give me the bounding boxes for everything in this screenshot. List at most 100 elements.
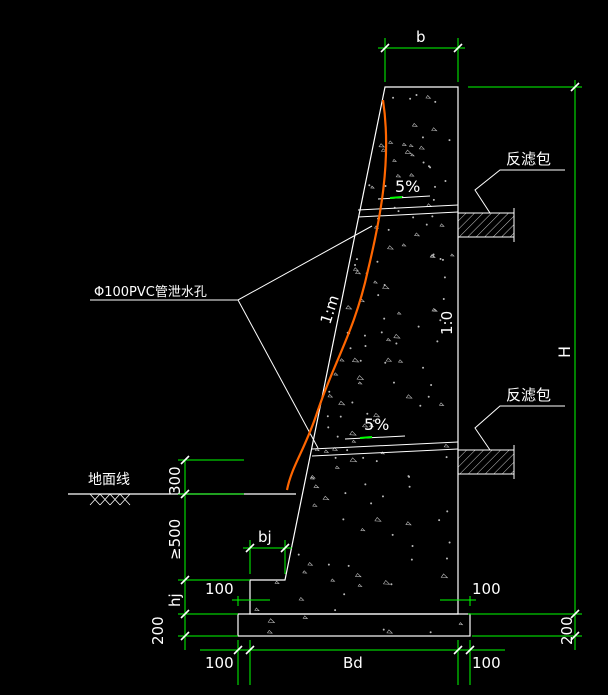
aggregate-dot [429, 631, 432, 634]
ground-hatch [89, 493, 131, 506]
label-front-slope: 1:m [317, 293, 343, 326]
aggregate-dot [384, 361, 387, 364]
aggregate-mark [323, 449, 330, 453]
aggregate-dot [421, 136, 424, 139]
aggregate-mark [322, 495, 330, 501]
aggregate-mark [373, 280, 378, 284]
aggregate-mark [302, 615, 309, 619]
aggregate-mark [385, 357, 393, 362]
aggregate-mark [349, 457, 358, 463]
aggregate-mark [414, 232, 421, 237]
aggregate-mark [439, 223, 445, 227]
foundation [237, 613, 471, 637]
aggregate-dot [383, 283, 386, 286]
aggregate-dot [366, 412, 369, 415]
label-dim-300: 300 [166, 466, 184, 495]
aggregate-mark [356, 375, 365, 380]
aggregate-dot [397, 210, 400, 213]
aggregate-mark [431, 127, 438, 132]
aggregate-dot [372, 419, 375, 422]
aggregate-dot [368, 184, 371, 187]
drain-pipe-upper [357, 204, 459, 218]
aggregate-mark [312, 503, 318, 507]
aggregate-dot [383, 317, 386, 320]
label-toe-height: hj [166, 593, 184, 607]
label-top-width: b [416, 28, 426, 46]
aggregate-mark [274, 580, 280, 584]
aggregate-mark [298, 597, 305, 601]
aggregate-dot [328, 390, 331, 393]
dimension-lines [178, 38, 582, 685]
aggregate-mark [352, 267, 359, 272]
aggregate-dot [384, 185, 387, 188]
aggregate-dot [342, 518, 345, 521]
aggregate-dot [410, 558, 413, 561]
aggregate-dot [412, 216, 415, 219]
aggregate-mark [408, 143, 414, 147]
aggregate-dot [375, 460, 378, 463]
aggregate-mark [351, 357, 360, 363]
aggregate-dot [334, 609, 337, 612]
aggregate-dot [359, 359, 362, 362]
aggregate-dot [355, 258, 358, 261]
slope-arrow-upper [377, 195, 431, 200]
concrete-texture [254, 94, 464, 634]
aggregate-mark [307, 562, 314, 566]
label-dim-100-toe: 100 [205, 580, 234, 598]
drain-pipe-lower [311, 441, 459, 457]
aggregate-mark [458, 622, 464, 626]
aggregate-mark [380, 148, 387, 152]
aggregate-mark [267, 618, 276, 623]
aggregate-dot [445, 456, 448, 459]
label-drain-pipe: Φ100PVC管泄水孔 [94, 285, 207, 300]
leader-filter-lower [474, 405, 565, 451]
filter-bag-upper-box [457, 212, 515, 238]
aggregate-mark [418, 145, 426, 150]
aggregate-dot [362, 456, 365, 459]
aggregate-dot [392, 381, 395, 384]
aggregate-mark [357, 583, 363, 587]
aggregate-dot [297, 553, 300, 556]
aggregate-mark [382, 284, 390, 290]
aggregate-mark [370, 185, 375, 189]
wall-body [249, 86, 459, 615]
label-dim-ge500: ≥500 [166, 519, 184, 560]
aggregate-dot [434, 100, 437, 103]
aggregate-dot [377, 294, 380, 297]
aggregate-dot [425, 223, 428, 226]
label-dim-100-heel: 100 [472, 580, 501, 598]
filter-bag-lower-box [457, 449, 515, 475]
aggregate-mark [440, 573, 449, 579]
aggregate-dot [430, 384, 433, 387]
aggregate-mark [386, 629, 394, 634]
aggregate-dot [407, 475, 410, 478]
aggregate-mark [378, 143, 386, 148]
label-dim-100-bottom-left: 100 [205, 654, 234, 672]
aggregate-mark [387, 245, 394, 250]
aggregate-dot [381, 495, 384, 498]
aggregate-dot [326, 415, 329, 418]
label-dim-200-right: 200 [558, 616, 576, 645]
aggregate-dot [327, 426, 330, 429]
pressure-curve [285, 99, 388, 491]
aggregate-dot [422, 366, 425, 369]
aggregate-mark [355, 270, 362, 275]
aggregate-mark [397, 359, 404, 363]
aggregate-dot [427, 395, 430, 398]
aggregate-mark [425, 95, 432, 99]
label-filter-bag-upper: 反滤包 [506, 150, 551, 168]
leader-filter-upper [474, 169, 565, 214]
aggregate-dot [336, 435, 339, 438]
aggregate-dot [339, 415, 342, 418]
aggregate-dot [395, 342, 398, 345]
aggregate-dot [382, 628, 385, 631]
aggregate-dot [327, 563, 330, 566]
aggregate-dot [346, 449, 349, 452]
aggregate-dot [392, 96, 395, 99]
aggregate-mark [401, 243, 407, 247]
aggregate-dot [434, 185, 437, 188]
aggregate-dot [376, 260, 379, 263]
label-toe-width: bj [258, 528, 272, 546]
